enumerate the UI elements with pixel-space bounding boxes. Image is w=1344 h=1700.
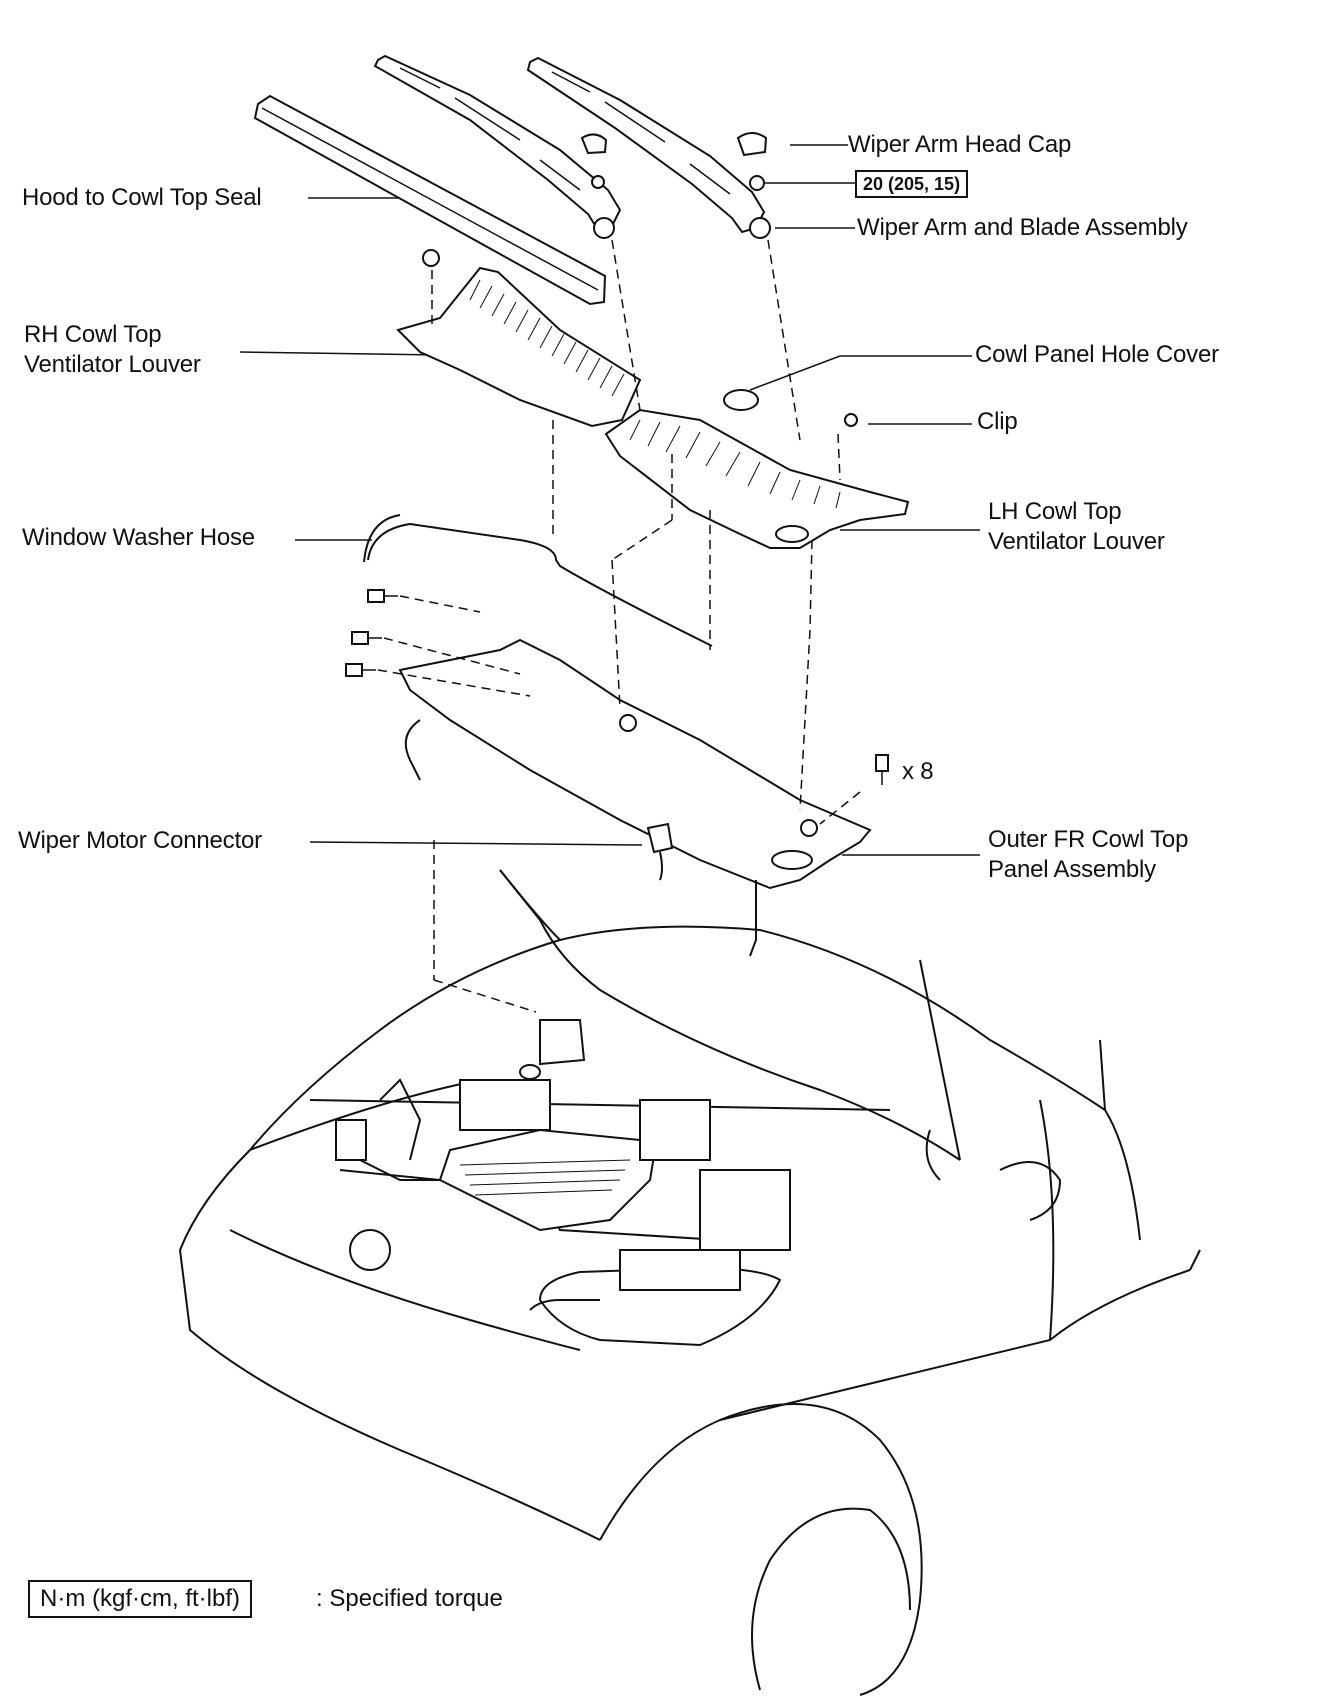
- rh-louver-shape: [396, 249, 642, 428]
- label-clip: Clip: [977, 408, 1018, 435]
- label-outer-panel-line2: Panel Assembly: [988, 856, 1156, 883]
- wiper-arm-right-shape: [526, 56, 771, 239]
- leader-lines: [239, 144, 980, 856]
- outer-panel-shape: [398, 638, 872, 957]
- label-outer-fr-cowl-top-panel: Outer FR Cowl Top Panel Assembly: [988, 825, 1188, 885]
- label-wiper-arm-head-cap: Wiper Arm Head Cap: [848, 131, 1072, 158]
- label-bolt-count: x 8: [902, 758, 934, 785]
- legend-description: : Specified torque: [316, 1585, 503, 1612]
- label-rh-louver-line2: Ventilator Louver: [24, 351, 201, 378]
- label-wiper-arm-and-blade-assembly: Wiper Arm and Blade Assembly: [857, 214, 1188, 241]
- label-wiper-motor-connector: Wiper Motor Connector: [18, 827, 262, 854]
- torque-spec-box: 20 (205, 15): [855, 170, 969, 198]
- label-rh-cowl-top-louver: RH Cowl Top Ventilator Louver: [24, 320, 201, 380]
- wiper-arm-left-shape: [373, 54, 622, 239]
- label-lh-louver-line2: Ventilator Louver: [988, 528, 1165, 555]
- lh-louver-shape: [604, 389, 910, 549]
- label-hood-to-cowl-top-seal: Hood to Cowl Top Seal: [22, 184, 262, 211]
- bolts-shape: [345, 589, 889, 785]
- label-outer-panel-line1: Outer FR Cowl Top: [988, 826, 1189, 853]
- alignment-lines: [377, 239, 861, 1013]
- label-cowl-panel-hole-cover: Cowl Panel Hole Cover: [975, 341, 1219, 368]
- label-lh-louver-line1: LH Cowl Top: [988, 498, 1122, 525]
- legend-unit-box: N·m (kgf·cm, ft·lbf): [28, 1580, 252, 1618]
- label-lh-cowl-top-louver: LH Cowl Top Ventilator Louver: [988, 497, 1165, 557]
- washer-hose-shape: [363, 514, 713, 647]
- engine-bay-shape: [335, 1019, 791, 1311]
- label-window-washer-hose: Window Washer Hose: [22, 524, 255, 551]
- vehicle-outline-shape: [178, 869, 1201, 1696]
- label-rh-louver-line1: RH Cowl Top: [24, 321, 162, 348]
- hood-cowl-seal-shape: [253, 94, 607, 306]
